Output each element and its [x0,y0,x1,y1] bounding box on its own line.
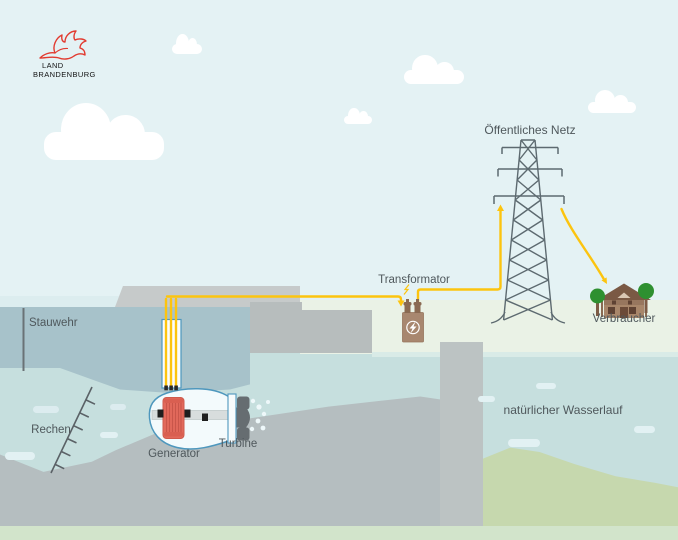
water-highlight [508,439,540,447]
water-highlight [100,432,118,438]
bearing [184,409,191,418]
label-watercourse: natürlicher Wasserlauf [503,403,623,417]
door [620,307,628,318]
cloud [44,102,164,160]
cable-pylon-to-house [560,207,605,280]
cloud [588,90,636,113]
concrete-pillar [440,342,483,540]
tree [590,288,605,316]
land-brandenburg-logo: LAND BRANDENBURG [28,26,118,84]
turbine-propeller [236,396,250,441]
water-highlight [33,406,59,413]
waterline-highlight [372,352,678,357]
bearing [157,409,164,418]
water-highlight [478,396,495,402]
bubbles [249,398,270,432]
spark-icon [403,284,410,295]
label-generator: Generator [148,448,200,460]
transformer-symbol [406,320,420,335]
window [629,307,636,314]
cable-arrowheads [397,204,607,307]
label-weir: Stauwehr [29,317,78,329]
logo-line1: LAND [42,61,64,70]
water-surface-band [0,296,122,308]
trash-rack [50,386,96,474]
label-consumer: Verbraucher [592,313,656,325]
window [608,307,615,314]
cable-generator-to-transformer [164,297,178,391]
bearing [202,413,208,421]
bottom-bank-strip [0,526,678,540]
water-highlight [634,426,655,433]
eagle-icon [39,30,87,60]
label-grid: Öffentliches Netz [484,123,576,137]
cloud [344,107,372,124]
tree [638,283,654,313]
transformer [402,299,424,343]
label-transformer: Transformator [378,274,450,286]
roof [597,283,651,300]
generator-unit [148,385,270,450]
cloud [172,33,202,54]
power-pylon [490,139,566,324]
power-cables [164,207,605,391]
label-rack: Rechen [31,424,71,436]
dam-body [250,302,372,353]
cable-transformer-to-pylon [416,209,502,304]
water-highlight [536,383,556,389]
pylon-crossarms [493,146,565,204]
consumer-house [590,283,654,318]
water-highlight [5,452,35,460]
cloud [404,55,464,84]
water-highlight [110,404,126,410]
logo-line2: BRANDENBURG [33,70,96,79]
turbine-plate [227,393,237,444]
label-turbine: Turbine [218,438,258,450]
